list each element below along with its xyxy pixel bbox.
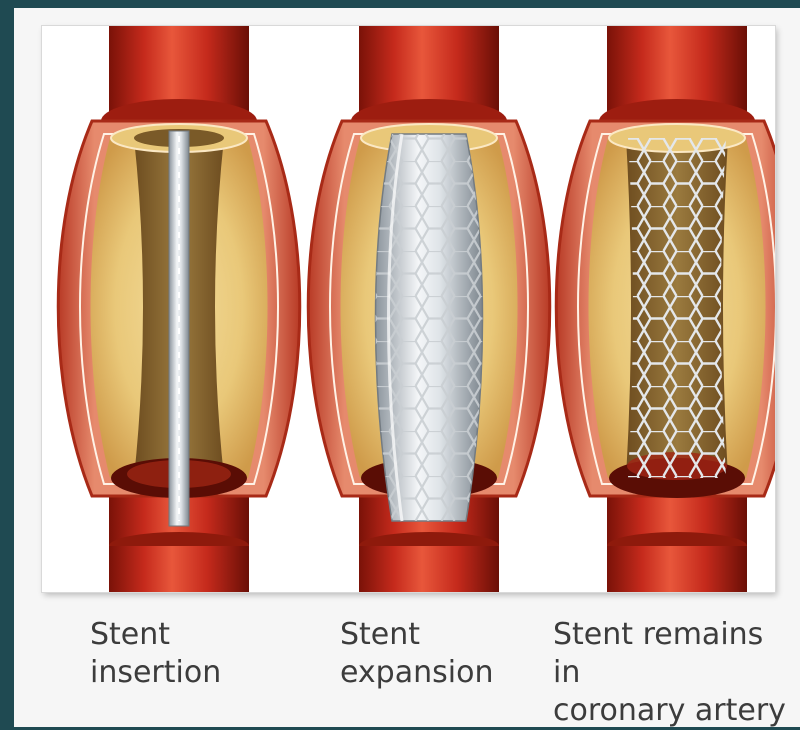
slide: Stent insertion Stent expansion Stent re… xyxy=(14,8,800,727)
caption-stent-remains: Stent remains in coronary artery xyxy=(553,616,800,730)
caption-stent-expansion: Stent expansion xyxy=(340,616,493,692)
artery-stent-insertion xyxy=(58,26,300,592)
caption-stent-insertion: Stent insertion xyxy=(90,616,221,692)
stent-diagram xyxy=(42,26,775,592)
artery-stent-expansion xyxy=(308,26,550,592)
artery-stent-remains xyxy=(556,26,775,592)
illustration-panel xyxy=(42,26,775,592)
